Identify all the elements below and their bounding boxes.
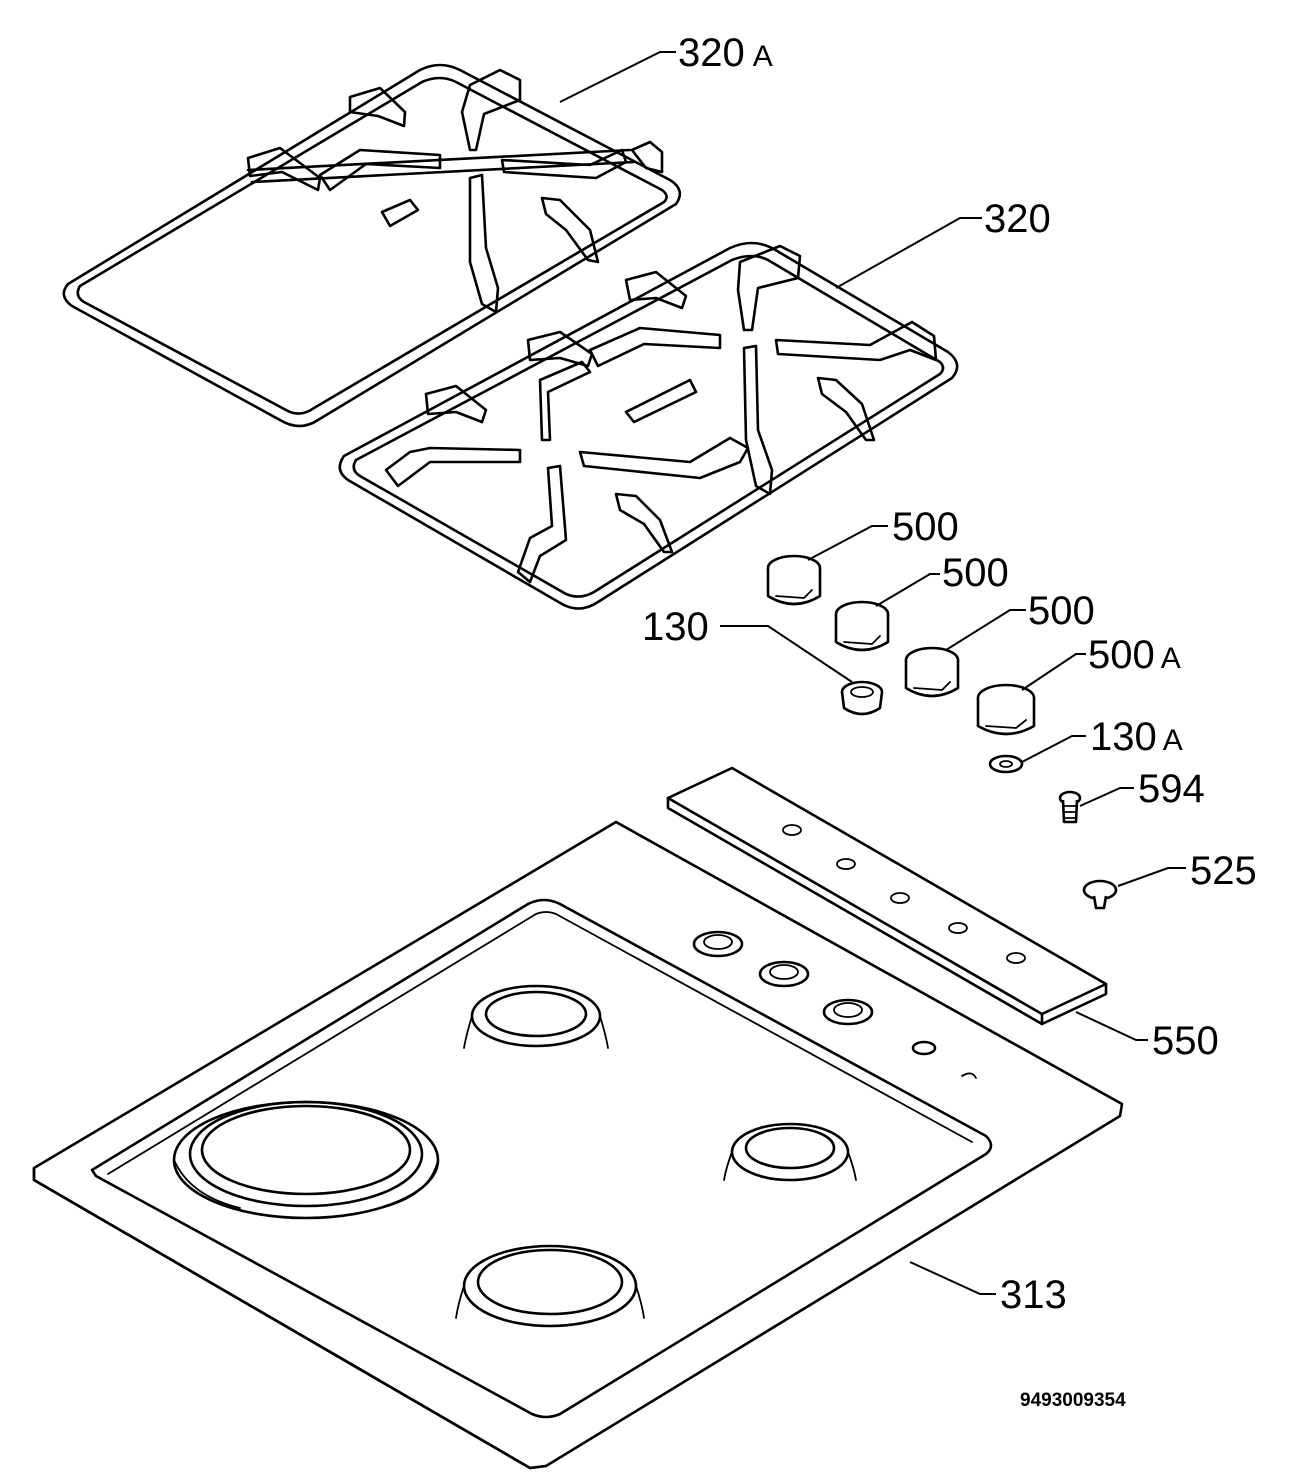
burner-rear [463,984,609,1049]
cooktop-top-plate-313 [32,820,1124,1470]
pan-support-320 [338,241,959,610]
burner-large [172,1100,440,1220]
callout-130: 130 [642,605,709,649]
callout-313: 313 [1000,1273,1067,1317]
screw-594 [1058,790,1082,824]
burner-right [723,1122,857,1182]
plate-bosses [692,930,977,1079]
leader-lines [559,51,1186,1295]
document-code: 9493009354 [1020,1390,1126,1411]
control-panel-strip-550 [666,766,1108,1026]
push-button-130 [840,680,884,716]
callout-320: 320 [984,197,1051,241]
callout-594: 594 [1138,767,1205,811]
callout-500-2: 500 [942,551,1009,595]
callout-550: 550 [1152,1019,1219,1063]
grommet-525 [1082,879,1118,910]
callout-525: 525 [1190,849,1257,893]
control-knob-500-3 [904,646,960,698]
ring-130a [988,754,1024,774]
pan-support-320a [62,63,682,428]
control-knob-500a [976,683,1036,736]
control-knob-500-2 [834,600,890,652]
burner-front [455,1244,645,1328]
control-knob-500-1 [766,554,822,606]
callout-500-1: 500 [892,505,959,549]
callout-500-3: 500 [1028,589,1095,633]
